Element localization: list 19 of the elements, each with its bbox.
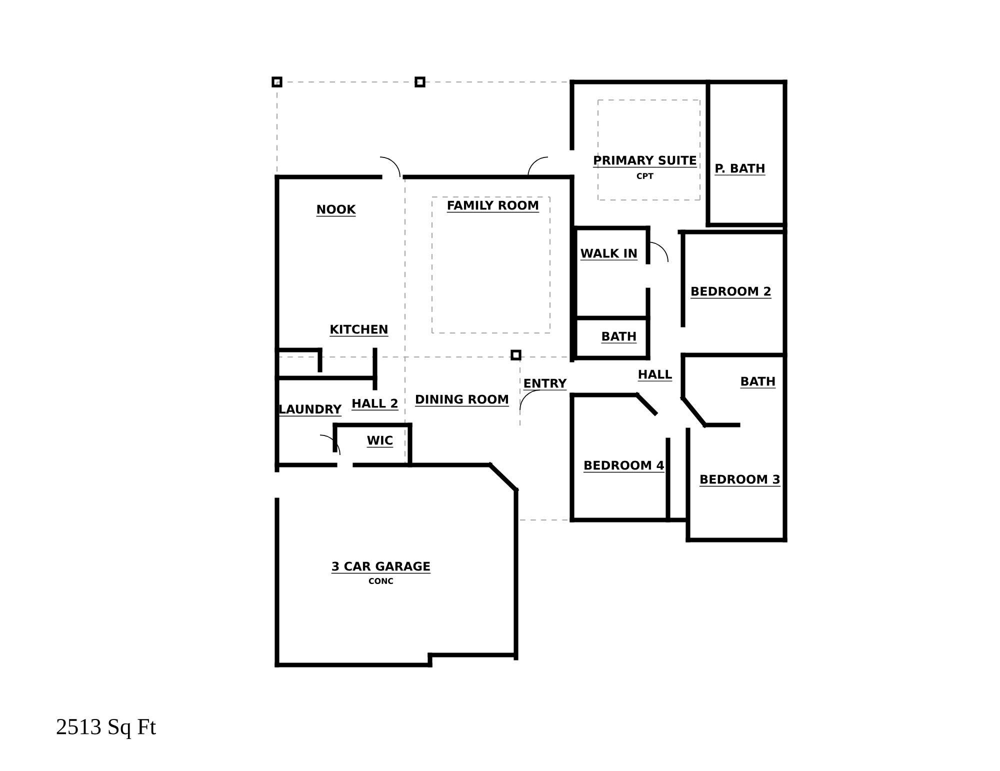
room-label: WALK IN — [580, 248, 638, 260]
room-label: HALL — [637, 370, 673, 382]
room-label: LAUNDRY — [278, 404, 342, 416]
room-label: BATH — [600, 332, 638, 344]
room-label: 3 CAR GARAGE — [331, 562, 432, 574]
room-label: DINING ROOM — [414, 394, 510, 407]
room-label: HALL 2 — [351, 398, 399, 410]
room-label: BEDROOM 2 — [690, 286, 772, 299]
room-label: ENTRY — [522, 378, 568, 390]
area-note: 2513 Sq Ft — [56, 719, 156, 739]
room-label: P. BATH — [714, 164, 766, 176]
room-label: FAMILY ROOM — [446, 200, 540, 213]
room-label: PRIMARY SUITE — [592, 156, 698, 168]
room-label: BEDROOM 3 — [699, 474, 781, 487]
room-label: WIC — [366, 436, 394, 448]
room-label: BEDROOM 4 — [583, 460, 665, 473]
room-label: NOOK — [316, 204, 356, 217]
room-label: KITCHEN — [329, 324, 389, 337]
room-label: BATH — [740, 376, 776, 388]
